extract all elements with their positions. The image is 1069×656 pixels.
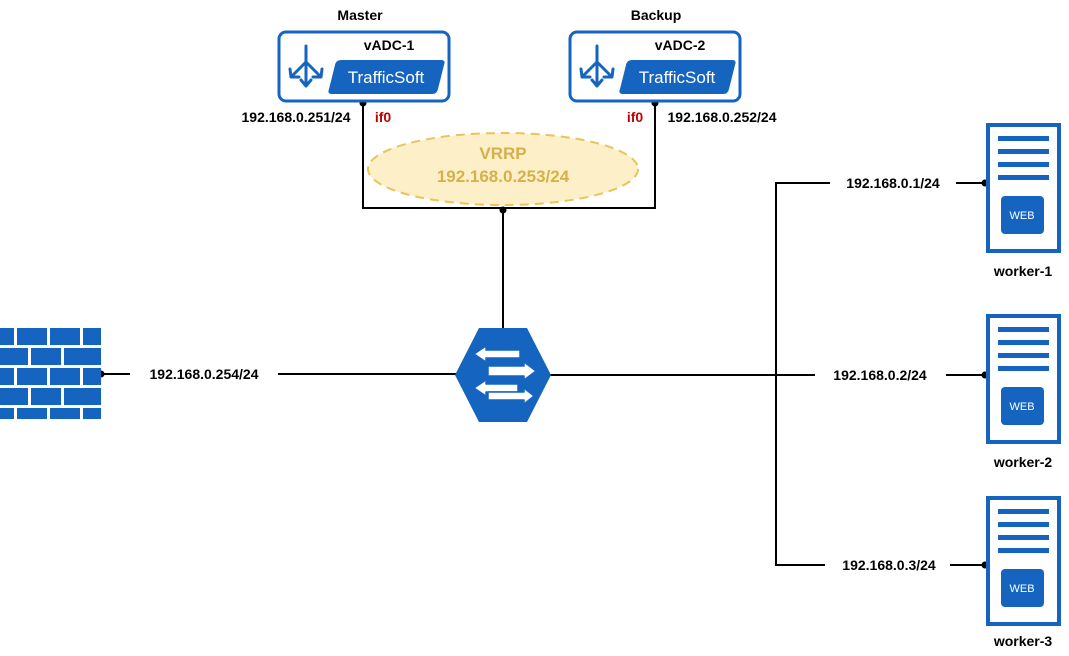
worker-3-ip: 192.168.0.3/24 (842, 557, 936, 573)
web-badge-label: WEB (1009, 583, 1034, 595)
worker-2-ip: 192.168.0.2/24 (833, 367, 927, 383)
vrrp-group: VRRP 192.168.0.253/24 (367, 132, 639, 206)
vadc-1-brand: TrafficSoft (348, 68, 425, 87)
worker-3-name: worker-3 (993, 633, 1053, 649)
firewall-icon (0, 328, 101, 419)
vadc-2-brand: TrafficSoft (639, 68, 716, 87)
vadc-1-ip: 192.168.0.251/24 (242, 109, 351, 125)
worker-2-node[interactable]: WEB worker-2 192.168.0.2/24 (833, 314, 1061, 470)
connection-lines (101, 103, 985, 566)
vrrp-ip: 192.168.0.253/24 (437, 167, 570, 186)
web-badge (1001, 569, 1044, 607)
worker-2-name: worker-2 (993, 454, 1053, 470)
web-badge (1001, 387, 1044, 425)
vadc-1-name: vADC-1 (364, 37, 415, 53)
vrrp-ellipse (367, 132, 639, 206)
switch-arrows (473, 345, 537, 405)
server-lines (998, 136, 1049, 180)
server-lines (998, 327, 1049, 371)
vadc-1-interface: if0 (375, 109, 392, 125)
server-icon (986, 314, 1061, 444)
web-badge (1001, 196, 1044, 234)
dot-bus (499, 206, 507, 214)
worker-1-node[interactable]: WEB worker-1 192.168.0.1/24 (846, 123, 1061, 279)
worker-1-name: worker-1 (993, 263, 1053, 279)
firewall-node[interactable]: 192.168.0.254/24 (0, 328, 259, 419)
switch-node[interactable] (455, 328, 551, 422)
server-lines (998, 509, 1049, 553)
vadc-2-interface: if0 (627, 109, 644, 125)
vadc-2-node[interactable]: Backup vADC-2 TrafficSoft if0 192.168.0.… (568, 7, 777, 125)
vadc-2-role: Backup (631, 7, 682, 23)
vadc-2-ip: 192.168.0.252/24 (668, 109, 777, 125)
vadc-2-name: vADC-2 (655, 37, 706, 53)
vadc-1-node[interactable]: Master vADC-1 TrafficSoft 192.168.0.251/… (242, 7, 451, 125)
vadc-2-brand-badge (619, 60, 736, 94)
load-balancer-icon (579, 44, 615, 88)
web-badge-label: WEB (1009, 401, 1034, 413)
web-badge-label: WEB (1009, 210, 1034, 222)
worker-3-node[interactable]: WEB worker-3 192.168.0.3/24 (842, 496, 1061, 649)
vadc-1-role: Master (337, 7, 383, 23)
server-icon (986, 496, 1061, 626)
vadc-1-brand-badge (328, 60, 445, 94)
link-vadc1-to-bus (362, 103, 656, 209)
firewall-ip: 192.168.0.254/24 (150, 366, 259, 382)
vrrp-label: VRRP (479, 144, 526, 163)
trunk-line (775, 182, 830, 566)
load-balancer-icon (288, 44, 324, 88)
worker-1-ip: 192.168.0.1/24 (846, 175, 940, 191)
